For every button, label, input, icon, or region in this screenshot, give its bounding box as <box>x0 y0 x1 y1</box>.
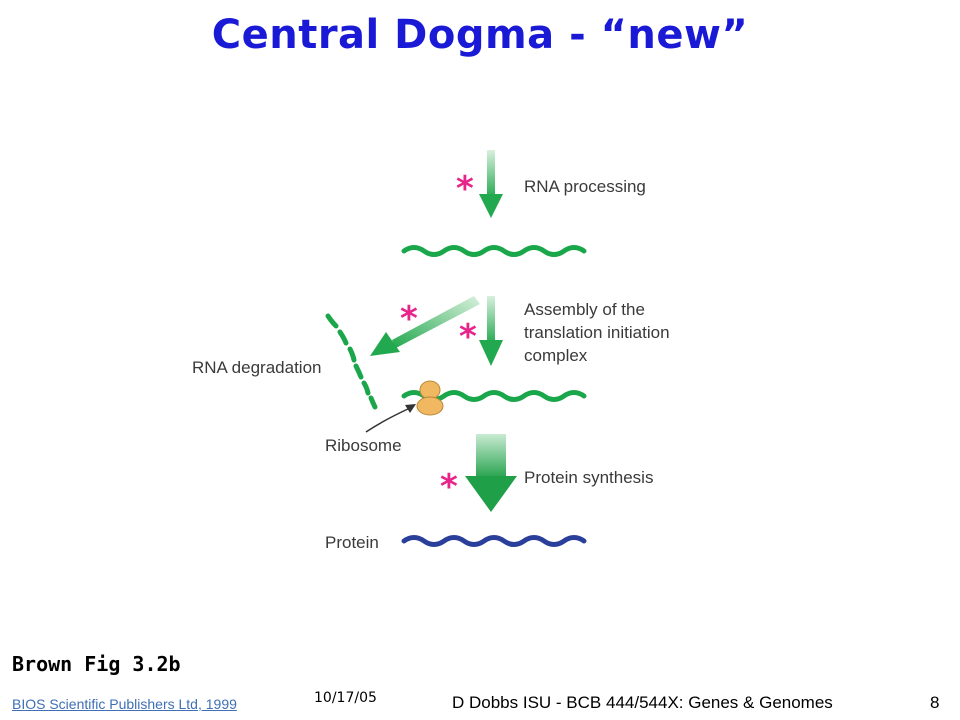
source-link[interactable]: BIOS Scientific Publishers Ltd, 1999 <box>12 696 237 712</box>
ribosome-label: Ribosome <box>325 436 402 455</box>
assembly-label-line2: translation initiation <box>524 323 670 342</box>
ribosome-pointer <box>365 404 416 433</box>
protein-synthesis-arrow <box>465 434 517 512</box>
slide-footer: D Dobbs ISU - BCB 444/544X: Genes & Geno… <box>452 693 833 712</box>
mrna-strand <box>401 245 587 257</box>
protein-synthesis-star: * <box>440 467 458 507</box>
slide-date: 10/17/05 <box>314 690 377 706</box>
rna-processing-arrow <box>479 150 503 218</box>
rna-processing-star: * <box>456 169 474 209</box>
assembly-label-line1: Assembly of the <box>524 300 645 319</box>
assembly-arrow <box>479 296 503 366</box>
ribosome-icon <box>416 380 444 416</box>
protein-chain <box>401 535 587 547</box>
rna-degradation-arrow <box>370 296 480 356</box>
assembly-label-line3: complex <box>524 346 588 365</box>
rna-degradation-label: RNA degradation <box>192 358 321 377</box>
assembly-star: * <box>459 317 477 357</box>
slide-title: Central Dogma - “new” <box>211 12 749 58</box>
protein-synthesis-label: Protein synthesis <box>524 468 653 487</box>
protein-label: Protein <box>325 533 379 552</box>
degraded-rna-fragments <box>325 313 378 410</box>
rna-processing-label: RNA processing <box>524 177 646 196</box>
figure-caption: Brown Fig 3.2b <box>12 652 181 676</box>
page-number: 8 <box>930 693 940 712</box>
rna-degradation-star: * <box>400 299 418 339</box>
